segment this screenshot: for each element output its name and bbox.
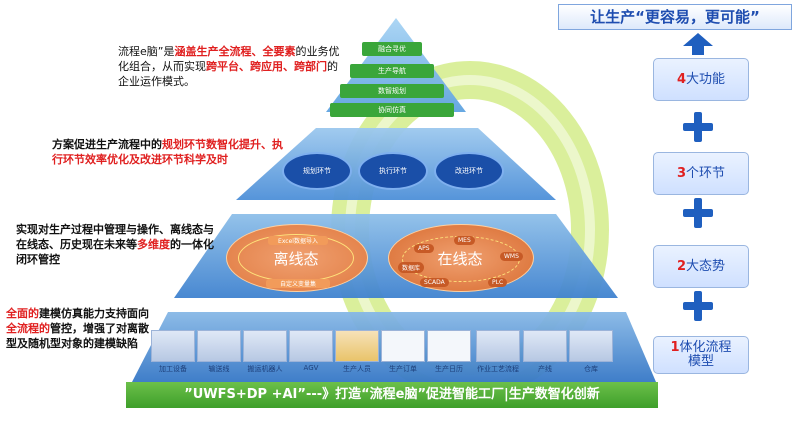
offline-sub-vars: 自定义变量集 — [266, 279, 330, 288]
equipment-personnel: 生产人员 — [334, 330, 380, 374]
equipment-warehouse: 仓库 — [568, 330, 614, 374]
equipment-process-flow: 作业工艺流程 — [470, 330, 526, 374]
stage-oval-plan: 规划环节 — [282, 152, 352, 190]
equipment-line: 产线 — [522, 330, 568, 374]
online-tag: PLC — [488, 278, 508, 287]
offline-sub-excel: Excel数据导入 — [268, 236, 328, 245]
arrow-up-icon — [683, 33, 713, 55]
description-states: 实现对生产过程中管理与操作、离线态与在线态、历史现在未来等多维度的一体化闭环管控 — [16, 223, 214, 266]
top-tier-item: 生产导航 — [350, 64, 434, 78]
plus-icon — [683, 112, 713, 142]
bottom-banner: ”UWFS+DP +AI”---》打造“流程e脑”促进智能工厂|生产数智化创新 — [126, 382, 658, 408]
top-tier-item: 数智规划 — [340, 84, 444, 98]
top-tier-item: 融合寻优 — [362, 42, 422, 56]
equipment-agv: AGV — [288, 330, 334, 372]
online-tag: 数据库 — [398, 262, 425, 273]
plus-icon — [683, 198, 713, 228]
description-stages: 方案促进生产流程中的规划环节数智化提升、执行环节效率优化及改进环节科学及时 — [52, 138, 283, 166]
top-tier-item: 协同仿真 — [330, 103, 454, 117]
offline-label: 离线态 — [273, 250, 319, 268]
stage-oval-improve: 改进环节 — [434, 152, 504, 190]
online-tag: APS — [414, 244, 434, 253]
equipment-processing: 加工设备 — [150, 330, 196, 374]
online-label: 在线态 — [437, 250, 483, 268]
equipment-robot: 搬运机器人 — [242, 330, 288, 374]
equipment-conveyor: 输送线 — [196, 330, 242, 374]
goal-title-box: 让生产“更容易，更可能” — [558, 4, 792, 30]
equipment-orders: 生产订单 — [380, 330, 426, 374]
online-tag: WMS — [500, 252, 523, 261]
equipment-calendar: 生产日历 — [426, 330, 472, 374]
stage-oval-execute: 执行环节 — [358, 152, 428, 190]
description-modeling: 全面的建模仿真能力支持面向全流程的管控，增强了对离散型及随机型对象的建模缺陷 — [6, 307, 149, 350]
online-tag: SCADA — [420, 278, 449, 287]
description-brain: 流程e脑”是涵盖生产全流程、全要素的业务优化组合，从而实现跨平台、跨应用、跨部门… — [118, 45, 340, 88]
plus-icon — [683, 291, 713, 321]
online-tag: MES — [454, 236, 475, 245]
nav-model: 1体化流程模型 — [653, 336, 749, 374]
